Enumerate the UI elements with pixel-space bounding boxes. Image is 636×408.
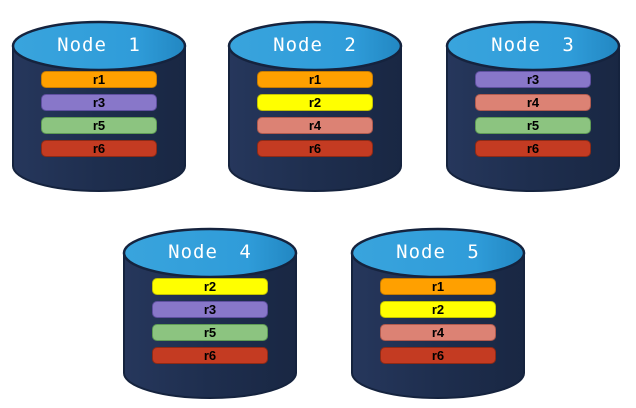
node-label: Node 2	[273, 34, 357, 56]
replica-list: r1 r2 r4 r6	[380, 278, 496, 364]
replica-bar: r5	[475, 117, 591, 134]
replica-bar: r2	[257, 94, 373, 111]
node-label: Node 5	[396, 241, 480, 263]
replica-bar: r1	[41, 71, 157, 88]
replica-bar: r5	[152, 324, 268, 341]
replica-bar: r1	[380, 278, 496, 295]
replica-bar: r5	[41, 117, 157, 134]
node-5: Node 5 r1 r2 r4 r6	[350, 216, 526, 400]
replica-bar: r4	[257, 117, 373, 134]
replica-bar: r6	[475, 140, 591, 157]
cylinder-top	[122, 227, 298, 279]
cylinder-top	[445, 20, 621, 72]
replica-bar: r6	[41, 140, 157, 157]
replica-bar: r4	[475, 94, 591, 111]
replica-list: r2 r3 r5 r6	[152, 278, 268, 364]
cylinder-top	[350, 227, 526, 279]
replica-bar: r4	[380, 324, 496, 341]
replica-list: r3 r4 r5 r6	[475, 71, 591, 157]
replica-bar: r6	[152, 347, 268, 364]
node-1: Node 1 r1 r3 r5 r6	[11, 9, 187, 193]
cylinder-top	[227, 20, 403, 72]
replica-list: r1 r3 r5 r6	[41, 71, 157, 157]
node-4: Node 4 r2 r3 r5 r6	[122, 216, 298, 400]
replica-bar: r3	[152, 301, 268, 318]
replica-bar: r6	[257, 140, 373, 157]
node-label: Node 3	[491, 34, 575, 56]
replica-bar: r2	[380, 301, 496, 318]
node-3: Node 3 r3 r4 r5 r6	[445, 9, 621, 193]
replica-bar: r2	[152, 278, 268, 295]
replica-list: r1 r2 r4 r6	[257, 71, 373, 157]
replica-bar: r1	[257, 71, 373, 88]
cylinder-top	[11, 20, 187, 72]
replica-bar: r3	[475, 71, 591, 88]
replica-bar: r3	[41, 94, 157, 111]
node-label: Node 1	[57, 34, 141, 56]
replica-bar: r6	[380, 347, 496, 364]
node-2: Node 2 r1 r2 r4 r6	[227, 9, 403, 193]
node-label: Node 4	[168, 241, 252, 263]
